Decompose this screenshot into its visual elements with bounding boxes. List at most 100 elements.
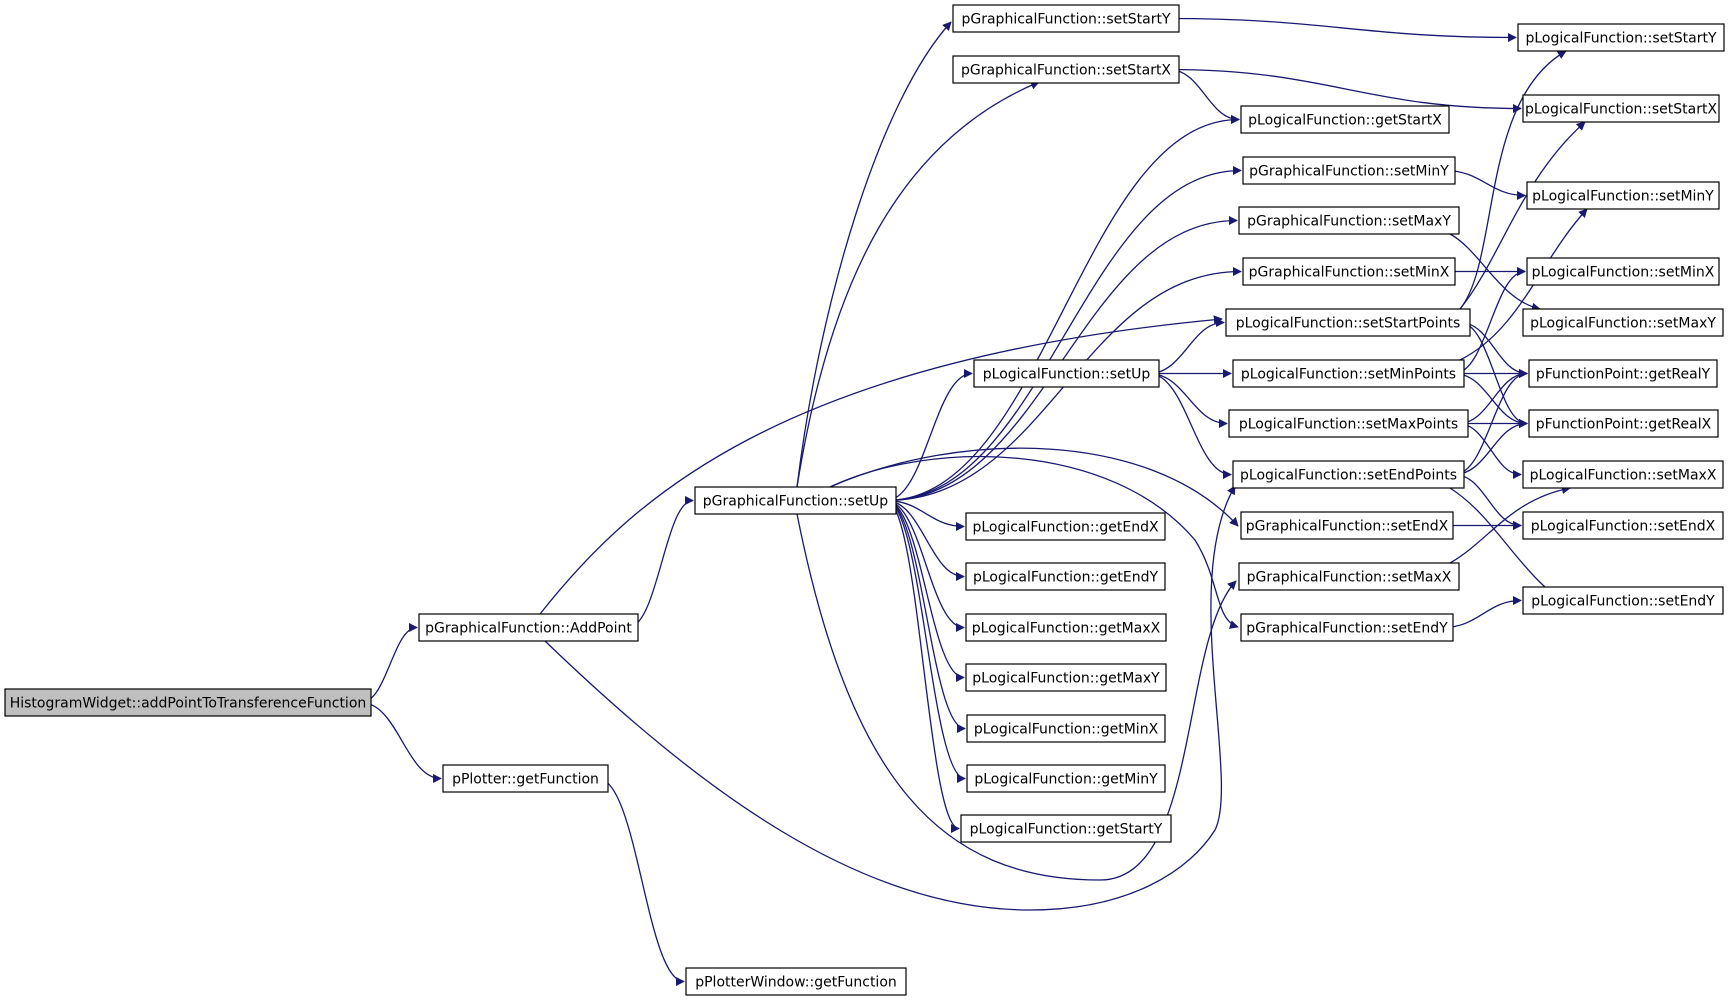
node-lf_setminy[interactable]: pLogicalFunction::setMinY	[1526, 181, 1720, 210]
node-box	[966, 764, 1166, 793]
node-label: pLogicalFunction::getMaxX	[972, 621, 1161, 637]
node-label: pGraphicalFunction::setMinY	[1249, 164, 1449, 180]
node-gf_setstartx[interactable]: pGraphicalFunction::setStartX	[952, 55, 1180, 84]
node-fp_getrealx[interactable]: pFunctionPoint::getRealX	[1528, 409, 1719, 438]
node-label: pLogicalFunction::setMinX	[1532, 265, 1715, 281]
edge-gf_setup-to-lf_getminy	[885, 499, 966, 783]
node-label: pGraphicalFunction::AddPoint	[425, 621, 632, 637]
node-lf_setstartpoints[interactable]: pLogicalFunction::setStartPoints	[1225, 308, 1471, 337]
node-lf_setendy[interactable]: pLogicalFunction::setEndY	[1522, 586, 1724, 615]
node-box	[965, 663, 1167, 692]
node-gf_setminx[interactable]: pGraphicalFunction::setMinX	[1242, 257, 1456, 286]
edge-gf_setup-to-gf_setstartx	[796, 80, 1040, 488]
edge-plotter_getfunction-to-plotterwindow_getfunction	[597, 777, 685, 986]
node-gf_setendx[interactable]: pGraphicalFunction::setEndX	[1240, 511, 1454, 540]
node-label: pLogicalFunction::getEndX	[972, 520, 1159, 536]
node-gf_setstarty[interactable]: pGraphicalFunction::setStartY	[952, 4, 1180, 33]
node-lf_getstarty[interactable]: pLogicalFunction::getStartY	[960, 814, 1172, 843]
edge-gf_setendy-to-lf_setendy	[1442, 596, 1522, 629]
node-lf_getendx[interactable]: pLogicalFunction::getEndX	[965, 512, 1166, 541]
edge-lf_setup-to-lf_setmaxpoints	[1148, 372, 1228, 428]
node-label: pLogicalFunction::setEndX	[1531, 519, 1716, 535]
node-box	[1522, 511, 1724, 540]
node-lf_setminpoints[interactable]: pLogicalFunction::setMinPoints	[1232, 359, 1465, 388]
node-lf_setendx[interactable]: pLogicalFunction::setEndX	[1522, 511, 1724, 540]
node-box	[1238, 206, 1460, 235]
edge-root-to-plotter_getfunction	[360, 701, 442, 783]
node-box	[1522, 586, 1724, 615]
node-label: pLogicalFunction::setStartX	[1525, 102, 1718, 118]
node-label: pLogicalFunction::setStartY	[1525, 31, 1717, 47]
nodes-layer: HistogramWidget::addPointToTransferenceF…	[4, 4, 1725, 996]
edge-gf_setmaxy-to-lf_setmaxy	[1449, 233, 1541, 312]
node-label: pLogicalFunction::setMinY	[1532, 189, 1714, 205]
node-box	[685, 967, 907, 996]
node-label: pLogicalFunction::getMinY	[974, 772, 1158, 788]
node-box	[1242, 257, 1456, 286]
node-gf_setendy[interactable]: pGraphicalFunction::setEndY	[1240, 613, 1454, 642]
node-gf_setmaxy[interactable]: pGraphicalFunction::setMaxY	[1238, 206, 1460, 235]
edge-gf_setup-to-lf_getstarty	[885, 499, 960, 833]
edge-gf_setmaxx-to-lf_setmaxx	[1449, 485, 1571, 564]
node-box	[1522, 308, 1724, 337]
edge-gf_setup-to-lf_getendx	[885, 499, 965, 531]
node-label: pLogicalFunction::getStartX	[1248, 113, 1442, 129]
node-gf_addpoint[interactable]: pGraphicalFunction::AddPoint	[418, 613, 639, 642]
edge-gf_setup-to-gf_setminy	[885, 166, 1242, 502]
node-box	[966, 714, 1166, 743]
node-lf_setmaxpoints[interactable]: pLogicalFunction::setMaxPoints	[1228, 409, 1469, 438]
node-label: pLogicalFunction::setMaxX	[1530, 468, 1717, 484]
node-label: pLogicalFunction::setEndY	[1531, 594, 1715, 610]
edge-gf_setup-to-gf_setmaxx	[796, 513, 1237, 881]
edges-layer	[360, 17, 1588, 986]
node-box	[1522, 460, 1724, 489]
edge-gf_setup-to-gf_setendy	[829, 455, 1239, 629]
node-gf_setminy[interactable]: pGraphicalFunction::setMinY	[1242, 156, 1456, 185]
edge-lf_setendpoints-to-fp_getrealy	[1453, 369, 1528, 476]
node-lf_setendpoints[interactable]: pLogicalFunction::setEndPoints	[1232, 460, 1465, 489]
node-plotterwindow_getfunction[interactable]: pPlotterWindow::getFunction	[685, 967, 907, 996]
node-lf_getmaxy[interactable]: pLogicalFunction::getMaxY	[965, 663, 1167, 692]
node-label: pPlotter::getFunction	[452, 772, 599, 788]
node-box	[973, 359, 1160, 388]
node-label: pLogicalFunction::getStartY	[970, 822, 1163, 838]
node-box	[1517, 23, 1725, 52]
edge-gf_addpoint-to-gf_setup	[627, 496, 694, 629]
node-fp_getrealy[interactable]: pFunctionPoint::getRealY	[1528, 359, 1718, 388]
node-label: pLogicalFunction::setEndPoints	[1240, 468, 1457, 484]
node-gf_setmaxx[interactable]: pGraphicalFunction::setMaxX	[1238, 562, 1460, 591]
node-lf_setminx[interactable]: pLogicalFunction::setMinX	[1526, 257, 1720, 286]
node-box	[952, 55, 1180, 84]
node-box	[960, 814, 1172, 843]
node-label: pLogicalFunction::getEndY	[973, 570, 1159, 586]
node-box	[965, 512, 1166, 541]
node-gf_setup[interactable]: pGraphicalFunction::setUp	[694, 486, 897, 515]
node-lf_setstarty[interactable]: pLogicalFunction::setStartY	[1517, 23, 1725, 52]
node-lf_getendy[interactable]: pLogicalFunction::getEndY	[965, 562, 1166, 591]
edge-gf_setup-to-lf_getstartx	[885, 115, 1240, 502]
node-lf_getminy[interactable]: pLogicalFunction::getMinY	[966, 764, 1166, 793]
node-box	[1526, 181, 1720, 210]
node-box	[1232, 460, 1465, 489]
edge-lf_setstartpoints-to-lf_setstartx	[1459, 121, 1586, 310]
edge-gf_setminy-to-lf_setminy	[1444, 169, 1526, 200]
node-lf_setstartx[interactable]: pLogicalFunction::setStartX	[1522, 94, 1720, 123]
node-lf_setmaxy[interactable]: pLogicalFunction::setMaxY	[1522, 308, 1724, 337]
node-root[interactable]: HistogramWidget::addPointToTransferenceF…	[4, 688, 372, 717]
node-label: pLogicalFunction::setMaxPoints	[1239, 417, 1458, 433]
node-lf_getstartx[interactable]: pLogicalFunction::getStartX	[1240, 105, 1450, 134]
node-plotter_getfunction[interactable]: pPlotter::getFunction	[442, 764, 609, 793]
node-box	[1242, 156, 1456, 185]
node-box	[1526, 257, 1720, 286]
edge-lf_setup-to-lf_setendpoints	[1148, 372, 1232, 479]
node-label: HistogramWidget::addPointToTransferenceF…	[10, 696, 367, 712]
node-label: pGraphicalFunction::setStartY	[961, 12, 1170, 28]
node-box	[1232, 359, 1465, 388]
node-box	[1528, 359, 1718, 388]
node-lf_getminx[interactable]: pLogicalFunction::getMinX	[966, 714, 1166, 743]
node-lf_getmaxx[interactable]: pLogicalFunction::getMaxX	[965, 613, 1167, 642]
node-lf_setup[interactable]: pLogicalFunction::setUp	[973, 359, 1160, 388]
edge-lf_setstartpoints-to-lf_setstarty	[1459, 50, 1567, 310]
node-lf_setmaxx[interactable]: pLogicalFunction::setMaxX	[1522, 460, 1724, 489]
